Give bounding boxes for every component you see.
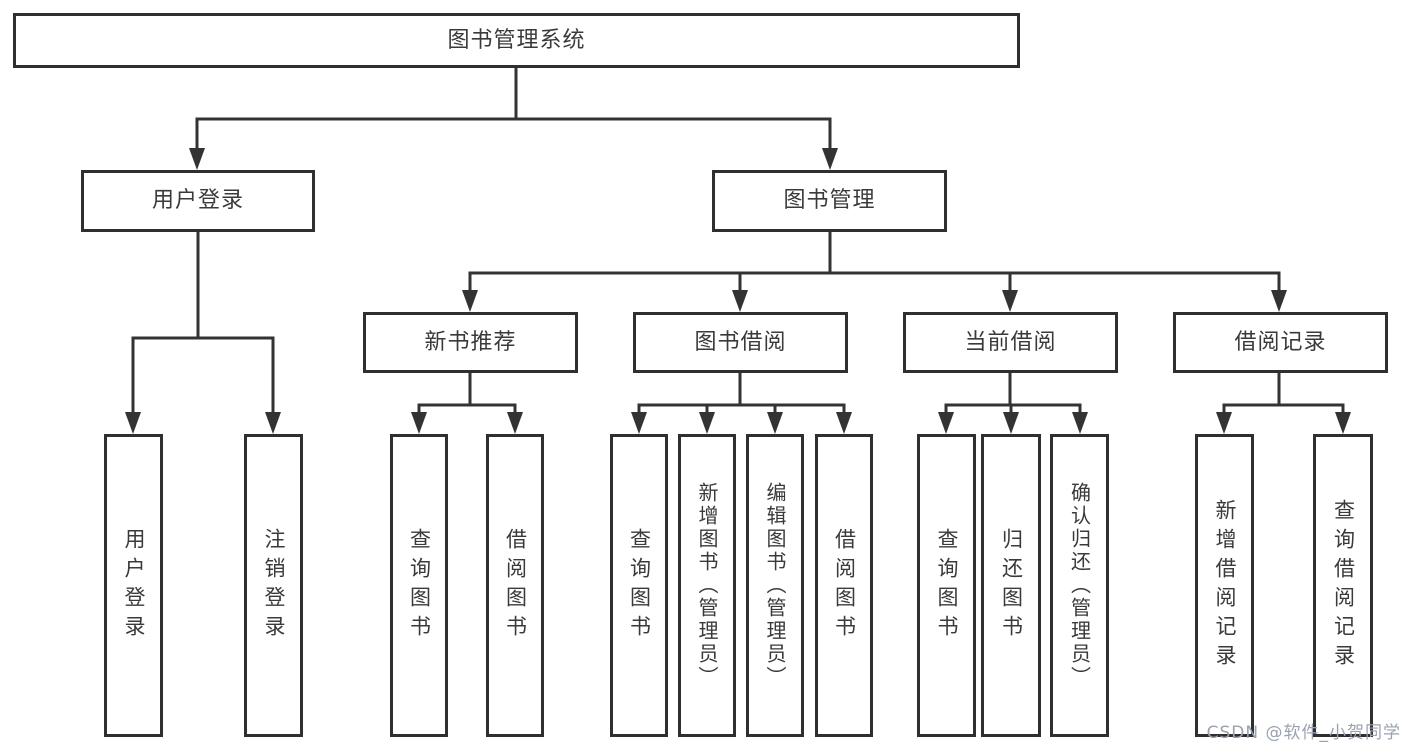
node-borrow-records-label: 借阅记录 (1234, 329, 1327, 355)
node-current-borrow: 当前借阅 (903, 312, 1118, 373)
node-borrow-records: 借阅记录 (1173, 312, 1388, 373)
node-book-management: 图书管理 (712, 170, 947, 232)
node-book-management-label: 图书管理 (783, 188, 876, 213)
leaf-bb-borrow-books-label: 借阅图书 (832, 527, 857, 644)
leaf-cb-return-books: 归还图书 (981, 434, 1041, 737)
leaf-nbr-borrow-books-label: 借阅图书 (503, 527, 528, 644)
leaf-nbr-query-books-label: 查询图书 (407, 527, 432, 644)
leaf-bb-query-books-label: 查询图书 (627, 527, 652, 644)
leaf-bb-edit-books-label: 编辑图书（管理员） (763, 482, 787, 689)
leaf-rec-add-record: 新增借阅记录 (1195, 434, 1254, 737)
csdn-watermark: CSDN @软件_小贺同学 (1206, 723, 1401, 743)
node-user-login-label: 用户登录 (151, 188, 244, 213)
leaf-logout: 注销登录 (244, 434, 303, 737)
leaf-rec-add-record-label: 新增借阅记录 (1213, 498, 1237, 673)
leaf-cb-return-books-label: 归还图书 (999, 527, 1024, 644)
leaf-logout-label: 注销登录 (262, 527, 286, 644)
node-new-book-recommend: 新书推荐 (363, 312, 578, 373)
node-book-borrow: 图书借阅 (633, 312, 848, 373)
leaf-bb-edit-books: 编辑图书（管理员） (746, 434, 804, 737)
node-user-login: 用户登录 (81, 170, 315, 232)
leaf-nbr-query-books: 查询图书 (390, 434, 448, 737)
leaf-cb-confirm-return: 确认归还（管理员） (1050, 434, 1109, 737)
node-current-borrow-label: 当前借阅 (964, 329, 1057, 355)
leaf-bb-add-books: 新增图书（管理员） (678, 434, 736, 737)
node-book-borrow-label: 图书借阅 (694, 329, 787, 355)
leaf-rec-query-record-label: 查询借阅记录 (1331, 498, 1356, 673)
node-root: 图书管理系统 (13, 13, 1020, 68)
leaf-user-login-label: 用户登录 (122, 527, 146, 644)
leaf-cb-query-books: 查询图书 (917, 434, 976, 737)
leaf-bb-add-books-label: 新增图书（管理员） (695, 482, 719, 689)
leaf-bb-query-books: 查询图书 (610, 434, 668, 737)
leaf-nbr-borrow-books: 借阅图书 (486, 434, 544, 737)
leaf-bb-borrow-books: 借阅图书 (815, 434, 873, 737)
node-root-label: 图书管理系统 (447, 27, 586, 53)
leaf-rec-query-record: 查询借阅记录 (1313, 434, 1373, 737)
leaf-user-login: 用户登录 (104, 434, 163, 737)
leaf-cb-confirm-return-label: 确认归还（管理员） (1067, 482, 1092, 689)
node-new-book-recommend-label: 新书推荐 (424, 329, 517, 355)
leaf-cb-query-books-label: 查询图书 (935, 527, 959, 644)
